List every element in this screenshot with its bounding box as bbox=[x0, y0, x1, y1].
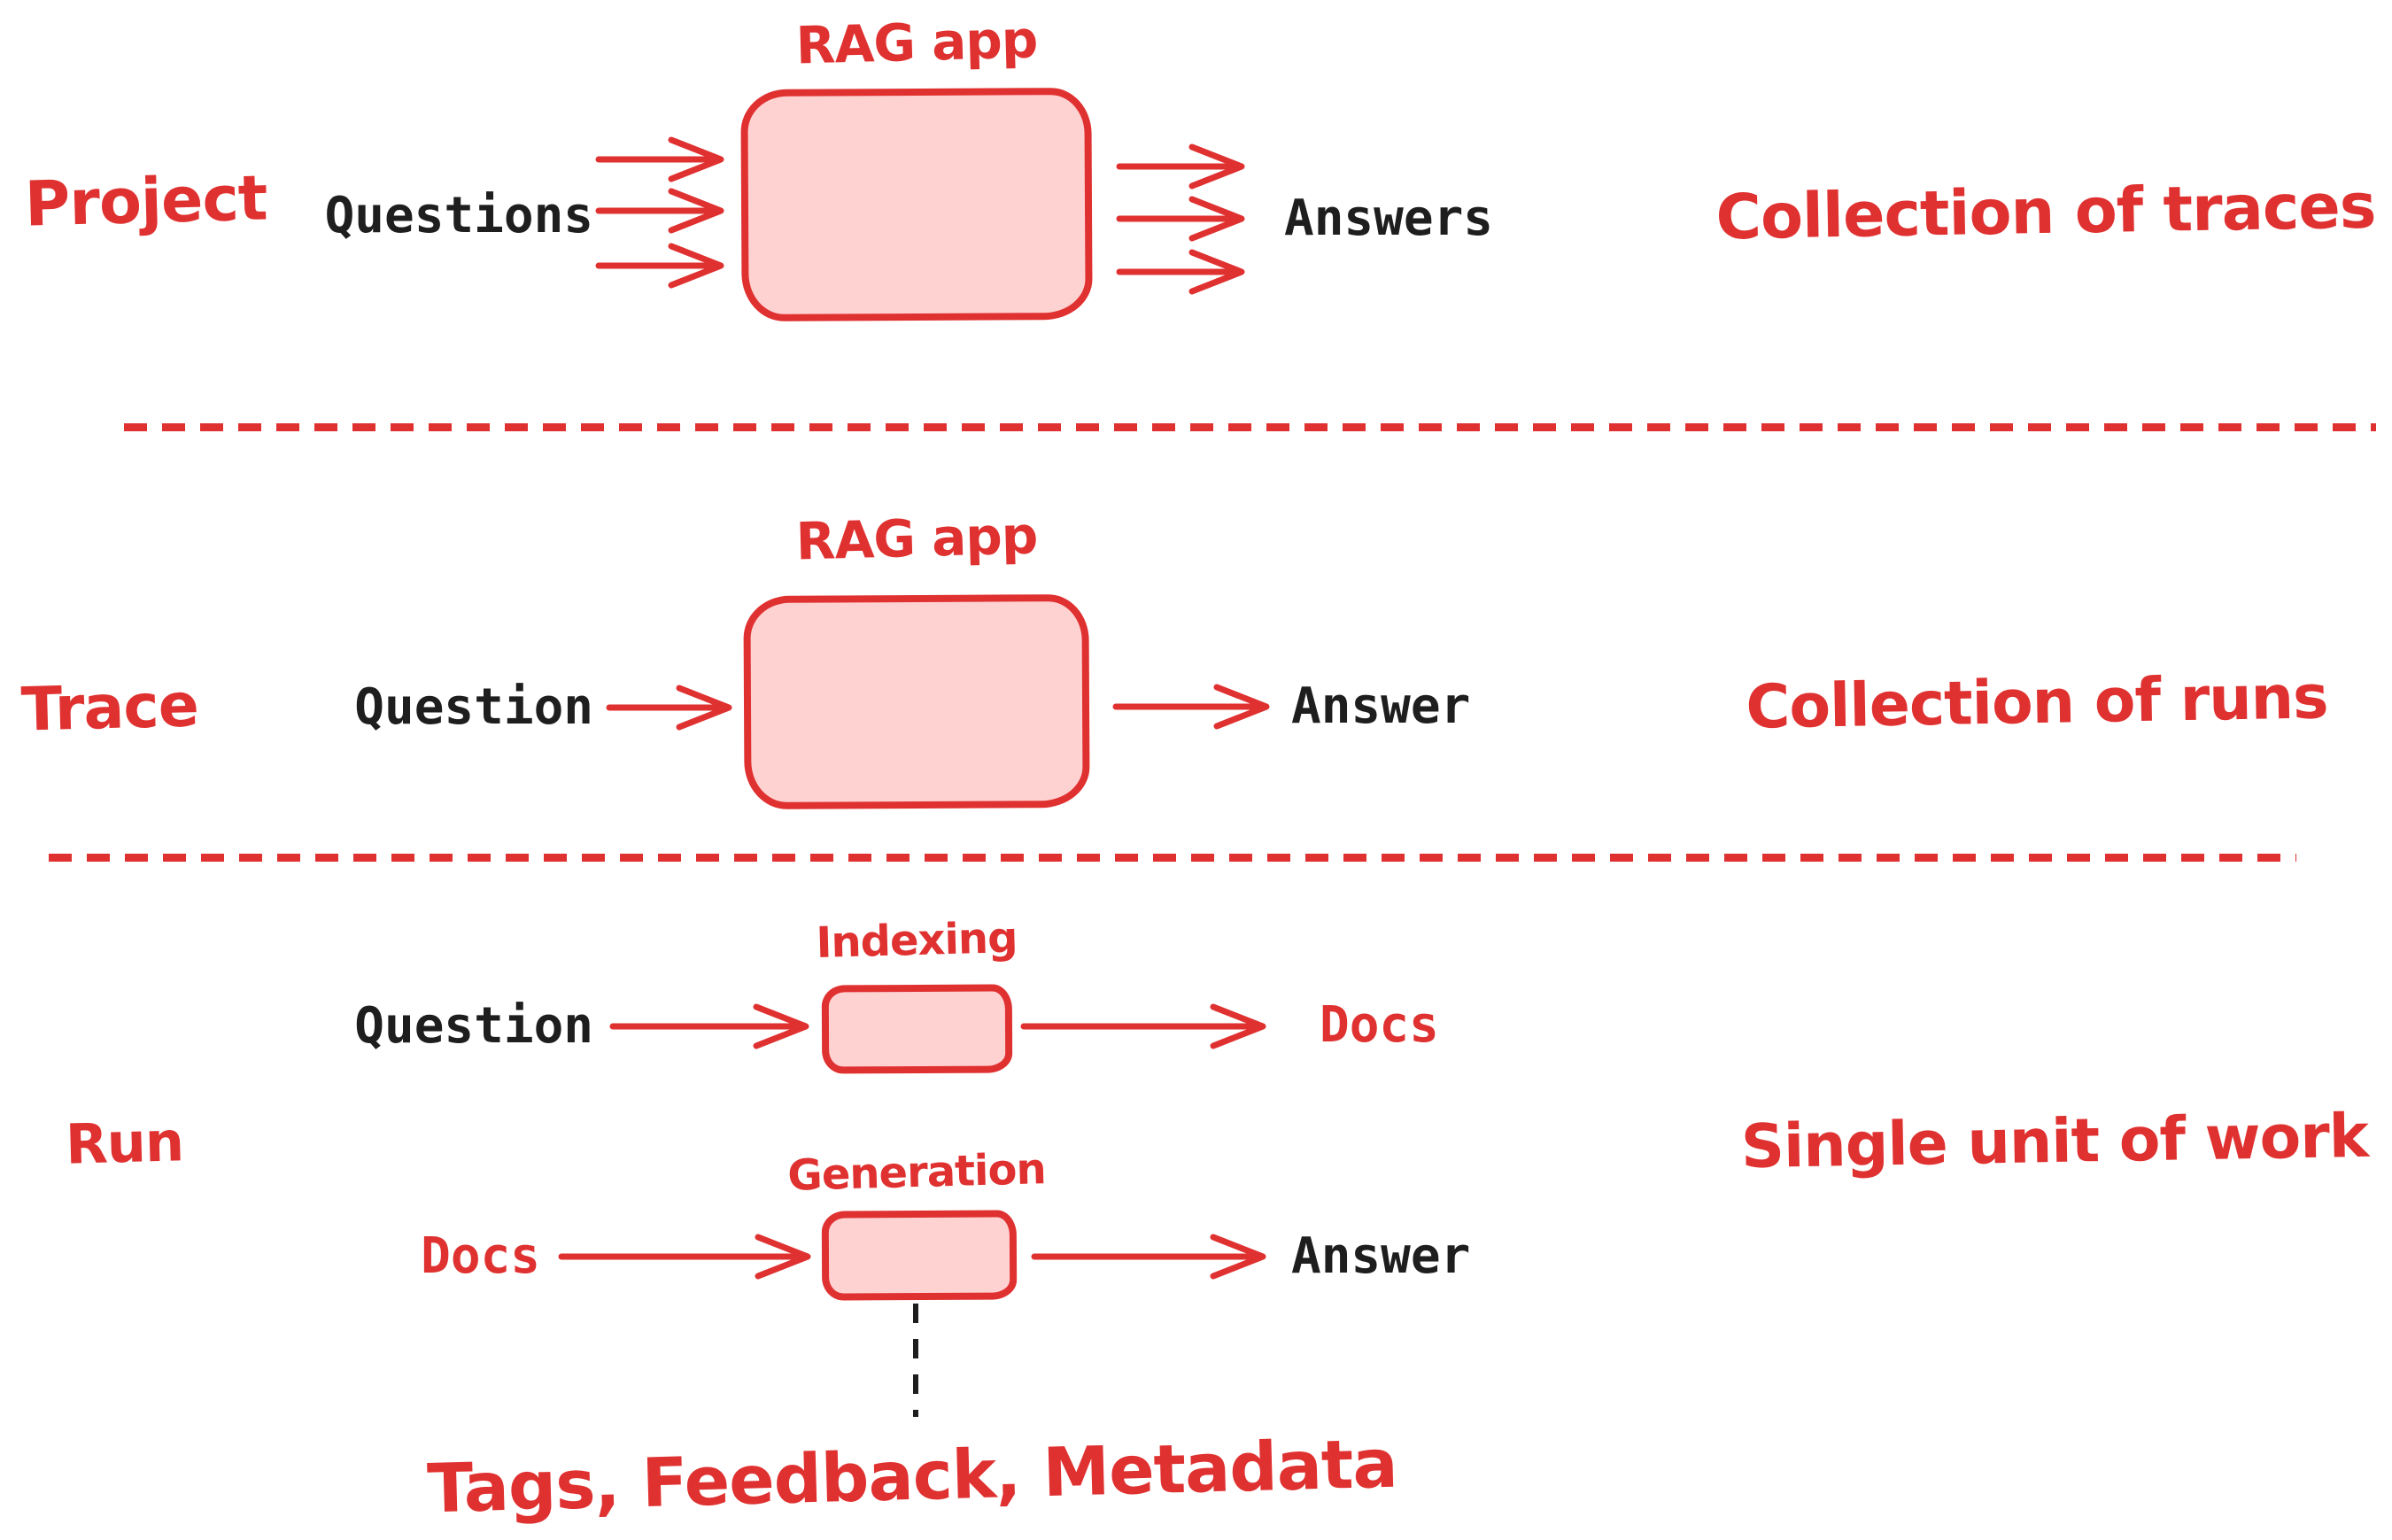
run-annotation: Single unit of work bbox=[1740, 1101, 2369, 1183]
project-annotation: Collection of traces bbox=[1715, 169, 2377, 254]
flow-arrow bbox=[606, 685, 732, 731]
flow-arrow bbox=[1116, 196, 1245, 242]
section-separator bbox=[49, 854, 2296, 862]
run-indexing-output-label: Docs bbox=[1320, 996, 1439, 1054]
generation-box-label: Generation bbox=[786, 1144, 1047, 1201]
flow-arrow bbox=[1116, 249, 1245, 295]
flow-arrow bbox=[1031, 1234, 1266, 1280]
trace-annotation: Collection of runs bbox=[1745, 662, 2329, 743]
run-indexing-input-label: Question bbox=[354, 997, 593, 1055]
project-output-label: Answers bbox=[1284, 190, 1494, 247]
rag-app-box-label: RAG app bbox=[794, 505, 1039, 572]
run-generation-output-label: Answer bbox=[1291, 1227, 1471, 1285]
generation-box bbox=[821, 1210, 1018, 1301]
run-footnote: Tags, Feedback, Metadata bbox=[426, 1423, 1398, 1528]
run-side-label: Run bbox=[65, 1109, 184, 1177]
flow-arrow bbox=[1020, 1003, 1266, 1049]
rag-app-box-label: RAG app bbox=[794, 9, 1039, 76]
trace-input-label: Question bbox=[354, 678, 593, 736]
flow-arrow bbox=[1116, 143, 1245, 190]
flow-arrow bbox=[595, 188, 724, 234]
flow-arrow bbox=[1112, 684, 1270, 730]
trace-output-label: Answer bbox=[1291, 677, 1471, 735]
project-side-label: Project bbox=[23, 161, 268, 241]
rag-app-box bbox=[740, 87, 1093, 322]
section-separator bbox=[124, 423, 2376, 431]
flow-arrow bbox=[595, 136, 724, 182]
trace-side-label: Trace bbox=[19, 670, 199, 746]
metadata-connector-line bbox=[913, 1304, 918, 1417]
indexing-box-label: Indexing bbox=[815, 913, 1018, 968]
flow-arrow bbox=[558, 1234, 811, 1280]
rag-app-box bbox=[743, 593, 1090, 810]
run-generation-input-label: Docs bbox=[421, 1227, 540, 1285]
indexing-box bbox=[821, 984, 1013, 1074]
flow-arrow bbox=[609, 1003, 809, 1049]
flow-arrow bbox=[595, 243, 724, 289]
project-input-label: Questions bbox=[324, 187, 593, 244]
